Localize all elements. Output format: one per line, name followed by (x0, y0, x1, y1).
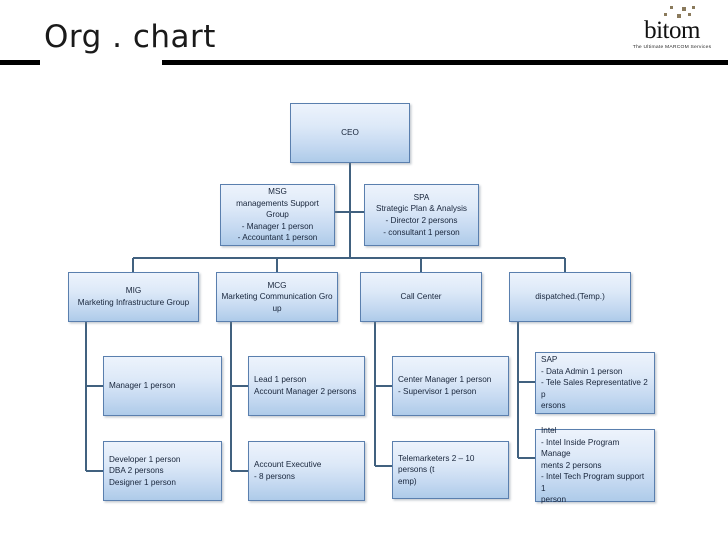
org-node-dispatched[interactable]: dispatched.(Temp.) (509, 272, 631, 322)
node-line: - Accountant 1 person (237, 233, 318, 243)
org-node-mig-child-1[interactable]: Manager 1 person (103, 356, 222, 416)
org-node-mig[interactable]: MIG Marketing Infrastructure Group (68, 272, 199, 322)
org-chart: CEO MSG managements Support Group - Mana… (0, 66, 728, 546)
node-line: emp) (398, 476, 417, 486)
org-node-mcg-child-1[interactable]: Lead 1 person Account Manager 2 persons (248, 356, 365, 416)
node-line: MIG (125, 286, 142, 296)
node-line: - consultant 1 person (383, 227, 460, 237)
node-line: Telemarketers 2 – 10 persons (t (398, 453, 475, 475)
org-node-disp-child-1[interactable]: SAP - Data Admin 1 person - Tele Sales R… (535, 352, 655, 414)
logo-dots-icon (630, 6, 714, 19)
node-line: dispatched.(Temp.) (535, 292, 605, 302)
node-line: - Supervisor 1 person (398, 387, 477, 396)
node-line: up (272, 303, 282, 313)
node-line: Marketing Infrastructure Group (77, 298, 190, 307)
node-line: MCG (267, 280, 287, 290)
node-line: Manager 1 person (109, 381, 176, 391)
logo-tagline: The Ultimate MARCOM Services (632, 44, 712, 49)
node-line: managements Support Group (236, 198, 319, 220)
node-line: CEO (341, 128, 359, 138)
org-chart-connectors (85, 163, 566, 472)
org-node-ceo[interactable]: CEO (290, 103, 410, 163)
node-line: person (541, 495, 567, 505)
org-node-msg[interactable]: MSG managements Support Group - Manager … (220, 184, 335, 246)
node-line: - Manager 1 person (241, 221, 314, 231)
node-line: - Director 2 persons (385, 216, 458, 225)
node-line: MSG (268, 187, 287, 197)
node-line: Account Manager 2 persons (254, 387, 357, 396)
title-divider-notch (40, 58, 162, 65)
node-line: Designer 1 person (109, 477, 176, 487)
node-line: Account Executive (254, 460, 322, 470)
node-line: SPA (413, 192, 430, 202)
org-node-spa[interactable]: SPA Strategic Plan & Analysis - Director… (364, 184, 479, 246)
node-line: - 8 persons (254, 472, 295, 481)
node-line: Intel (541, 425, 557, 435)
node-line: - Intel Inside Program Manage (541, 437, 620, 459)
org-node-mcg[interactable]: MCG Marketing Communication Gro up (216, 272, 338, 322)
org-node-call-child-2[interactable]: Telemarketers 2 – 10 persons (t emp) (392, 441, 509, 499)
org-node-call-center[interactable]: Call Center (360, 272, 482, 322)
org-node-call-child-1[interactable]: Center Manager 1 person - Supervisor 1 p… (392, 356, 509, 416)
node-line: ments 2 persons (541, 460, 602, 470)
brand-logo: bitom The Ultimate MARCOM Services (630, 6, 714, 54)
node-line: Lead 1 person (254, 375, 307, 385)
node-line: ersons (541, 401, 566, 411)
org-node-disp-child-2[interactable]: Intel - Intel Inside Program Manage ment… (535, 426, 655, 504)
node-line: - Tele Sales Representative 2 p (541, 378, 648, 399)
node-line: Marketing Communication Gro (221, 292, 333, 302)
org-node-mcg-child-2[interactable]: Account Executive - 8 persons (248, 441, 365, 501)
title-divider (0, 60, 728, 65)
page-title: Org . chart (44, 19, 216, 55)
node-line: - Data Admin 1 person (541, 366, 623, 376)
org-node-mig-child-2[interactable]: Developer 1 person DBA 2 persons Designe… (103, 441, 222, 501)
logo-wordmark: bitom (644, 17, 700, 44)
node-line: DBA 2 persons (109, 466, 164, 476)
node-line: SAP (541, 355, 558, 365)
node-line: Center Manager 1 person (398, 375, 492, 385)
node-line: - Intel Tech Program support 1 (541, 472, 645, 493)
node-line: Call Center (400, 292, 442, 302)
node-line: Developer 1 person (109, 454, 181, 464)
node-line: Strategic Plan & Analysis (375, 204, 468, 214)
